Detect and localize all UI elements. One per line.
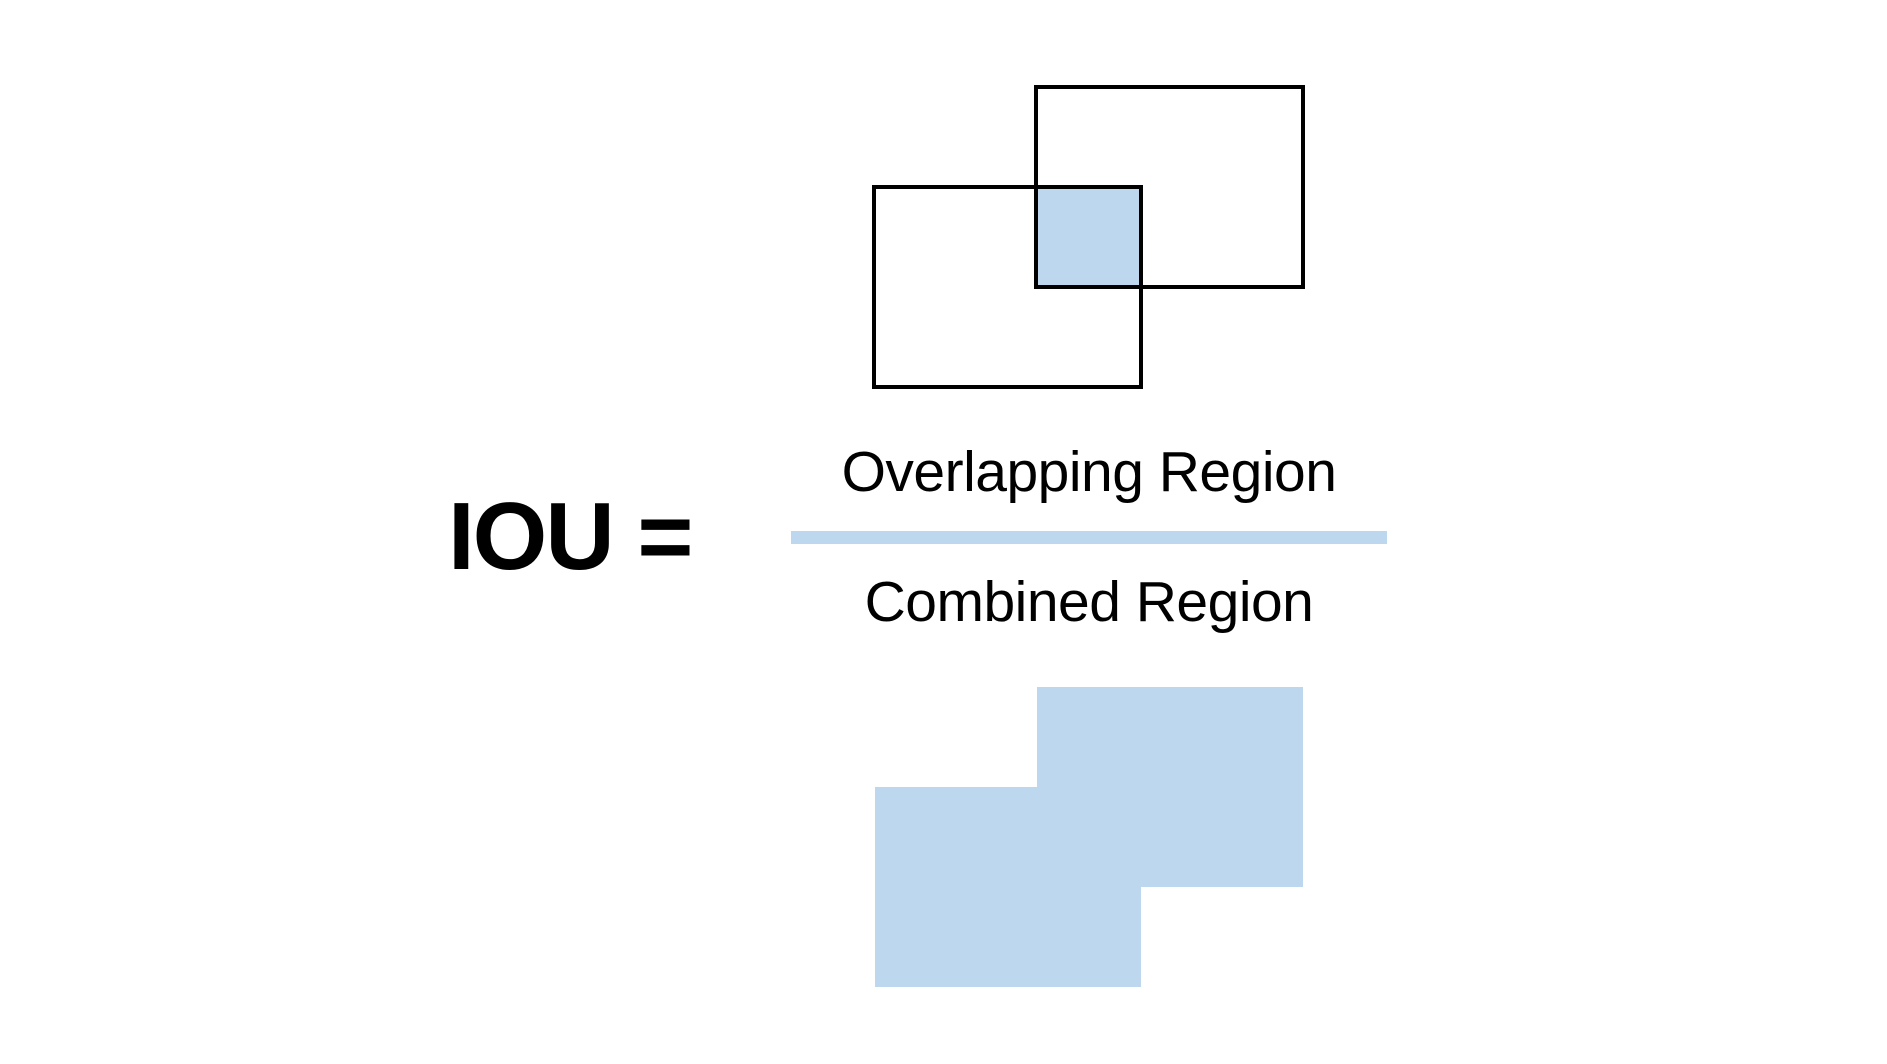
overlap-region-fill: [1036, 187, 1141, 287]
iou-equals-label: IOU =: [448, 483, 693, 590]
intersection-diagram: [872, 85, 1305, 389]
union-diagram: [875, 687, 1303, 987]
denominator-label: Combined Region: [864, 570, 1314, 634]
combined-region-shape: [875, 687, 1303, 987]
box-a-outline: [1034, 85, 1305, 289]
fraction-bar: [791, 531, 1387, 544]
numerator-label: Overlapping Region: [841, 440, 1337, 504]
iou-fraction: Overlapping Region Combined Region: [791, 444, 1387, 631]
fraction-bar-fill: [791, 531, 1387, 544]
